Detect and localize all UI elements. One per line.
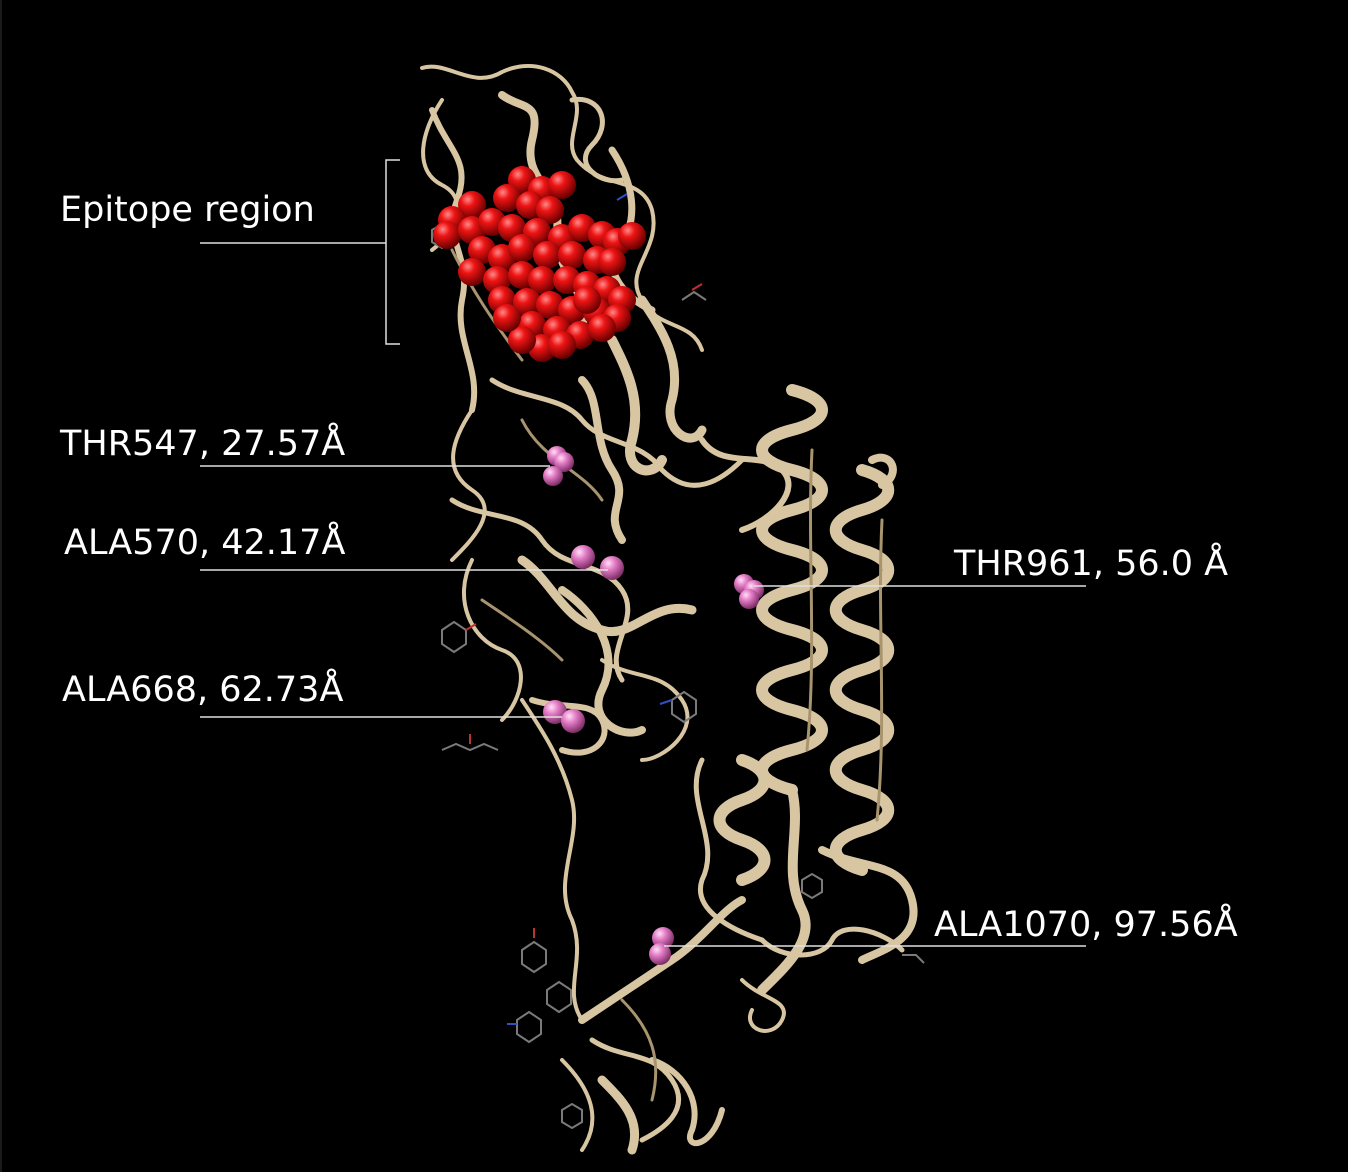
atom-sphere xyxy=(739,589,759,609)
leader-lines xyxy=(200,465,1086,947)
label-thr547: THR547, 27.57Å xyxy=(60,424,346,464)
atom-sphere xyxy=(554,452,574,472)
atom-sphere xyxy=(561,709,585,733)
epitope-bracket xyxy=(200,159,400,345)
ligand-sticks xyxy=(431,193,925,1130)
epitope-atom-sphere xyxy=(548,171,576,199)
residue-ala570-atoms xyxy=(571,545,624,580)
atom-sphere xyxy=(600,556,624,580)
epitope-atom-sphere xyxy=(588,314,616,342)
label-thr961: THR961, 56.0 Å xyxy=(954,544,1229,584)
epitope-atom-sphere xyxy=(493,184,521,212)
epitope-atom-cluster xyxy=(433,166,646,362)
epitope-atom-sphere xyxy=(618,222,646,250)
epitope-atom-sphere xyxy=(508,234,536,262)
atom-sphere xyxy=(649,943,671,965)
residue-ala1070-atoms xyxy=(649,927,674,965)
epitope-atom-sphere xyxy=(458,258,486,286)
label-ala1070: ALA1070, 97.56Å xyxy=(934,905,1238,945)
epitope-atom-sphere xyxy=(458,191,486,219)
epitope-atom-sphere xyxy=(558,241,586,269)
label-epitope-region: Epitope region xyxy=(60,190,315,230)
residue-thr547-atoms xyxy=(543,446,574,486)
epitope-atom-sphere xyxy=(598,248,626,276)
epitope-atom-sphere xyxy=(508,326,536,354)
residue-thr961-atoms xyxy=(734,574,764,609)
label-ala570: ALA570, 42.17Å xyxy=(64,523,346,563)
epitope-atom-sphere xyxy=(513,288,541,316)
atom-sphere xyxy=(543,700,567,724)
protein-ribbon-shading xyxy=(450,248,884,1102)
epitope-atom-sphere xyxy=(493,304,521,332)
epitope-atom-sphere xyxy=(536,291,564,319)
epitope-atom-sphere xyxy=(533,241,561,269)
epitope-atom-sphere xyxy=(528,266,556,294)
label-ala668: ALA668, 62.73Å xyxy=(62,670,344,710)
epitope-atom-sphere xyxy=(548,331,576,359)
epitope-atom-sphere xyxy=(536,196,564,224)
residue-ala668-atoms xyxy=(543,700,585,733)
epitope-atom-sphere xyxy=(573,286,601,314)
atom-sphere xyxy=(543,466,563,486)
epitope-atom-sphere xyxy=(433,221,461,249)
atom-sphere xyxy=(571,545,595,569)
